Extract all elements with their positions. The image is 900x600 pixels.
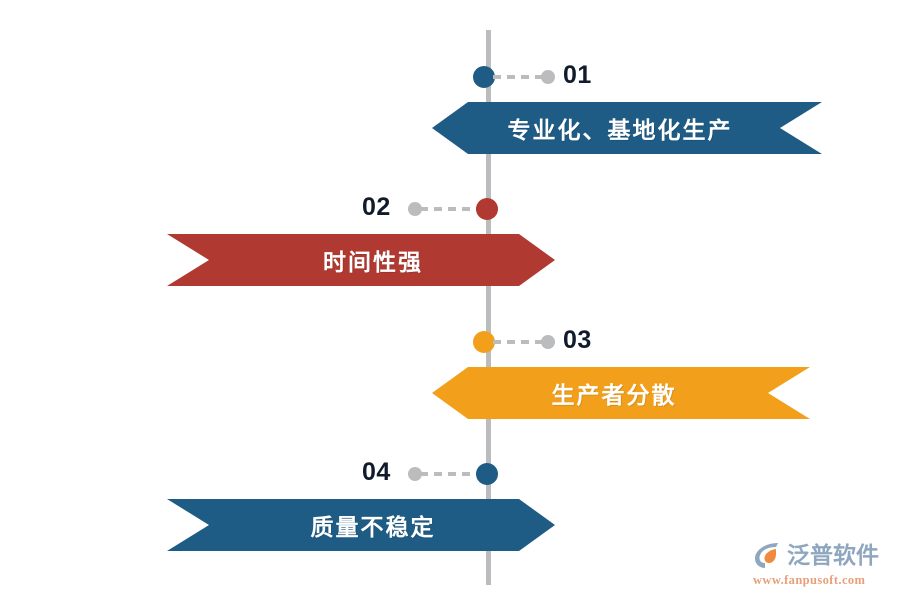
watermark-logo: 泛普软件 www.fanpusoft.com bbox=[752, 538, 894, 590]
timeline-node-dot-04[interactable] bbox=[476, 463, 498, 485]
connector-dashed-line-01 bbox=[493, 75, 545, 79]
timeline-item-01: 01 专业化、基地化生产 bbox=[0, 40, 900, 170]
fanpu-logo-icon bbox=[752, 539, 784, 571]
connector-end-dot-01 bbox=[541, 70, 555, 84]
connector-dashed-line-04 bbox=[420, 472, 478, 476]
ribbon-banner-02[interactable]: 时间性强 bbox=[167, 234, 555, 286]
connector-dashed-line-03 bbox=[493, 340, 545, 344]
step-number-01: 01 bbox=[563, 61, 592, 89]
step-number-02: 02 bbox=[362, 193, 391, 221]
ribbon-banner-03[interactable]: 生产者分散 bbox=[432, 367, 810, 419]
connector-end-dot-02 bbox=[408, 202, 422, 216]
watermark-brand-text: 泛普软件 bbox=[787, 542, 879, 568]
vertical-timeline-axis bbox=[486, 30, 491, 585]
ribbon-banner-01[interactable]: 专业化、基地化生产 bbox=[432, 102, 822, 154]
watermark-brand-row: 泛普软件 bbox=[752, 538, 894, 572]
ribbon-banner-04[interactable]: 质量不稳定 bbox=[167, 499, 555, 551]
timeline-item-02: 02 时间性强 bbox=[0, 172, 900, 302]
connector-end-dot-03 bbox=[541, 335, 555, 349]
ribbon-label-01: 专业化、基地化生产 bbox=[507, 117, 733, 143]
ribbon-label-02: 时间性强 bbox=[323, 249, 423, 275]
timeline-node-dot-02[interactable] bbox=[476, 198, 498, 220]
step-number-04: 04 bbox=[362, 458, 391, 486]
timeline-node-dot-01[interactable] bbox=[473, 66, 495, 88]
connector-dashed-line-02 bbox=[420, 207, 478, 211]
timeline-node-dot-03[interactable] bbox=[473, 331, 495, 353]
step-number-03: 03 bbox=[563, 326, 592, 354]
ribbon-label-03: 生产者分散 bbox=[551, 382, 677, 408]
connector-end-dot-04 bbox=[408, 467, 422, 481]
ribbon-label-04: 质量不稳定 bbox=[310, 514, 436, 540]
watermark-url-text: www.fanpusoft.com bbox=[753, 573, 866, 587]
timeline-item-03: 03 生产者分散 bbox=[0, 305, 900, 435]
timeline-item-04: 04 质量不稳定 bbox=[0, 437, 900, 567]
